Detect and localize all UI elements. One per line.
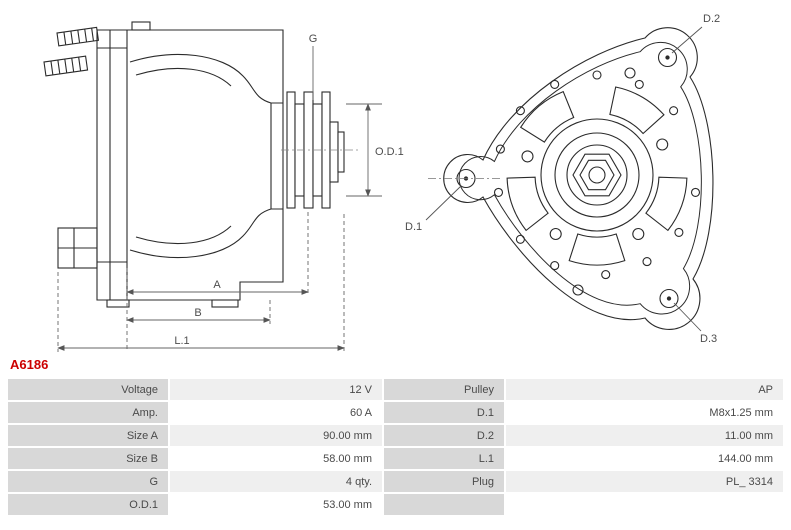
spec-value-cell: 12 V [170, 379, 382, 400]
spec-row: Amp. 60 A D.1 M8x1.25 mm [8, 402, 783, 423]
technical-drawing-area: G O.D.1 A B L.1 [43, 13, 720, 352]
dim-label-l1: L.1 [174, 335, 189, 347]
spec-label-cell: Plug [384, 471, 504, 492]
spec-label-cell: G [8, 471, 168, 492]
spec-value-cell: 11.00 mm [506, 425, 783, 446]
side-view-drawing [43, 21, 358, 308]
spec-value-cell: AP [506, 379, 783, 400]
front-view-leaders [425, 26, 703, 332]
spec-value-cell: 4 qty. [170, 471, 382, 492]
spec-label-cell: Voltage [8, 379, 168, 400]
dim-label-d2: D.2 [703, 13, 720, 25]
spec-table: Voltage 12 V Pulley AP Amp. 60 A D.1 M8x… [6, 377, 785, 517]
spec-value-cell: PL_ 3314 [506, 471, 783, 492]
part-number: A6186 [10, 357, 49, 372]
spec-label-cell: D.1 [384, 402, 504, 423]
spec-row: Size B 58.00 mm L.1 144.00 mm [8, 448, 783, 469]
mounting-lug [57, 227, 98, 269]
bolt-holes [493, 67, 701, 296]
spec-label-cell: Size B [8, 448, 168, 469]
dim-label-od1: O.D.1 [375, 146, 404, 158]
dim-label-d1: D.1 [405, 221, 422, 233]
spec-row: O.D.1 53.00 mm [8, 494, 783, 515]
spec-value-cell: 53.00 mm [170, 494, 382, 515]
alternator-technical-drawing: G O.D.1 A B L.1 [43, 13, 720, 352]
vent-slots [506, 86, 688, 266]
mounting-stud-mid [43, 55, 89, 77]
spec-row: G 4 qty. Plug PL_ 3314 [8, 471, 783, 492]
spec-value-cell [506, 494, 783, 515]
spec-value-cell: 60 A [170, 402, 382, 423]
spec-value-cell: 144.00 mm [506, 448, 783, 469]
spec-label-cell: Size A [8, 425, 168, 446]
mounting-stud-top [56, 26, 100, 47]
spec-value-cell: 58.00 mm [170, 448, 382, 469]
spec-row: Size A 90.00 mm D.2 11.00 mm [8, 425, 783, 446]
shaft-nut [572, 153, 622, 197]
spec-label-cell: Amp. [8, 402, 168, 423]
spec-label-cell: L.1 [384, 448, 504, 469]
spec-value-cell: 90.00 mm [170, 425, 382, 446]
dim-label-a: A [213, 279, 221, 291]
side-view-dimensions [57, 46, 382, 352]
dim-label-g: G [309, 33, 318, 45]
spec-label-cell: O.D.1 [8, 494, 168, 515]
spec-label-cell: Pulley [384, 379, 504, 400]
front-view-drawing [428, 27, 714, 330]
spec-label-cell: D.2 [384, 425, 504, 446]
dim-label-b: B [194, 307, 201, 319]
dim-label-d3: D.3 [700, 333, 717, 345]
spec-row: Voltage 12 V Pulley AP [8, 379, 783, 400]
spec-value-cell: M8x1.25 mm [506, 402, 783, 423]
spec-label-cell [384, 494, 504, 515]
